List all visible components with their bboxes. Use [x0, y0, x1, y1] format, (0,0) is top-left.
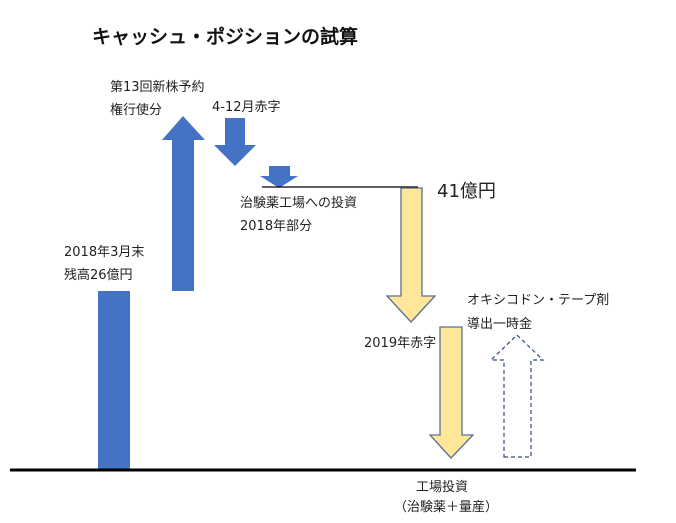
opening-label-line2: 残高26億円: [64, 268, 133, 283]
license-label-line1: オキシコドン・テープ剤: [467, 293, 610, 308]
factory-label-line2: （治験薬＋量産）: [394, 500, 499, 515]
plant-label-line1: 治験薬工場への投資: [240, 196, 358, 211]
warrant-label-line1: 第13回新株予約: [110, 80, 205, 95]
deficit-2018-label: 4-12月赤字: [212, 100, 281, 115]
warrant-up-arrow: [162, 116, 205, 291]
license-label-line2: 導出一時金: [467, 317, 533, 332]
factory-investment-down-arrow: [428, 326, 475, 459]
page-title: キャッシュ・ポジションの試算: [92, 26, 359, 48]
deficit-2018-down-arrow: [214, 118, 256, 166]
plant-2018-down-arrow: [260, 166, 298, 188]
opening-balance-bar: [98, 291, 130, 470]
plant-label-line2: 2018年部分: [240, 219, 313, 234]
license-payment-dashed-up-arrow: [489, 334, 545, 458]
deficit-2019-label: 2019年赤字: [364, 336, 437, 351]
opening-label-line1: 2018年3月末: [64, 245, 145, 260]
balance-label: 41億円: [437, 181, 496, 202]
warrant-label-line2: 権行使分: [110, 103, 163, 118]
deficit-2019-down-arrow: [385, 187, 437, 323]
factory-label-line1: 工場投資: [416, 480, 469, 495]
